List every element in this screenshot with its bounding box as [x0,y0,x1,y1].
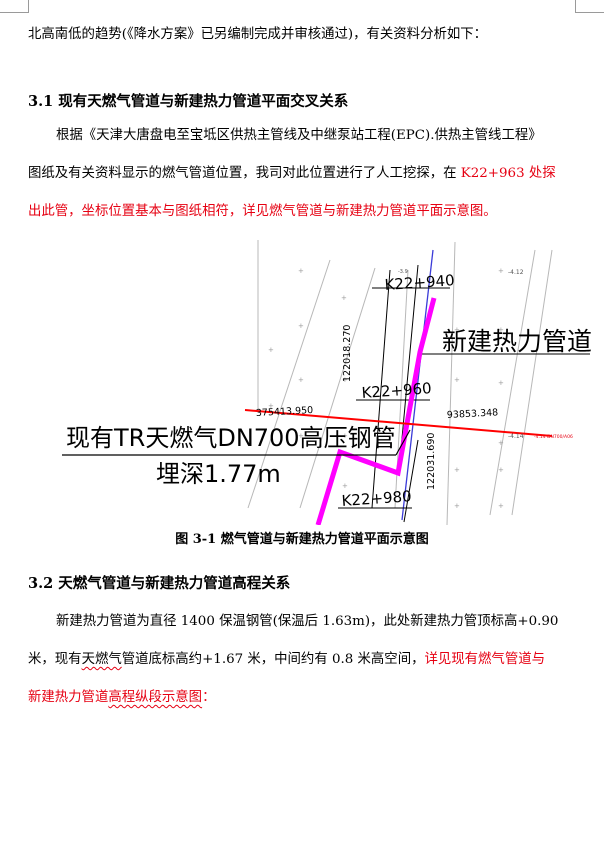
elevation-label: -3.9 [398,269,408,275]
svg-text:+: + [454,466,460,474]
survey-grid-lines [247,240,553,525]
elevation-label: -4.12 [508,269,524,276]
spellcheck-word: 高程纵段示意图 [108,690,203,705]
svg-text:+: + [342,326,348,334]
spellcheck-word: 天燃气 [81,652,122,667]
svg-text:+: + [454,376,460,384]
svg-text:+: + [498,326,504,334]
paragraph-1-line-2: 图纸及有关资料显示的燃气管道位置，我司对此位置进行了人工挖探，在 K22+963… [28,164,576,184]
page-corner-mark [0,0,29,13]
intro-paragraph-tail: 北高南低的趋势(《降水方案》已另编制完成并审核通过)，有关资料分析如下： [28,27,488,42]
highlighted-text: 新建热力管道 [28,690,109,705]
figure-caption: 图 3-1 燃气管道与新建热力管道平面示意图 [175,532,429,547]
paragraph-text: 米，现有 [28,652,82,667]
svg-text:+: + [498,379,504,387]
pipe-tag-label: -4.14 DN700/A06 [534,434,573,440]
highlighted-text: 详见现有燃气管道与 [424,652,545,667]
station-label: K22+980 [341,487,412,510]
svg-text:+: + [342,482,348,490]
section-heading-3-2: 3.2 天燃气管道与新建热力管道高程关系 [28,575,291,592]
paragraph-1-line-3: 出此管，坐标位置基本与图纸相符，详见燃气管道与新建热力管道平面示意图。 [28,204,497,219]
svg-text:+: + [268,402,274,410]
page-corner-mark [575,0,604,13]
coordinate-label: 122031.690 [426,433,437,490]
gas-pipe-label: 现有TR天燃气DN700高压钢管 [66,424,396,452]
station-label: K22+960 [361,379,432,402]
svg-text:+: + [298,267,304,275]
station-label: K22+940 [384,271,455,294]
gas-depth-label: 埋深1.77m [156,460,281,488]
coordinate-label: 375413.950 [256,405,314,419]
new-heat-pipe-label: 新建热力管道 [442,327,592,356]
existing-gas-pipe [244,409,553,437]
new-heat-pipe [315,297,437,525]
svg-text:+: + [454,326,460,334]
pipe-centerline [401,249,434,521]
svg-text:+: + [342,432,348,440]
section-heading-3-1: 3.1 现有天燃气管道与新建热力管道平面交叉关系 [28,93,349,110]
svg-text:+: + [498,439,504,447]
paragraph-1-line-1: 根据《天津大唐盘电至宝坻区供热主管线及中继泵站工程(EPC).供热主管线工程》 [56,128,542,143]
svg-text:+: + [298,432,304,440]
station-ticks [338,287,590,509]
elevation-label: -4.14 [508,433,524,440]
svg-text:+: + [498,267,504,275]
svg-text:+: + [298,322,304,330]
highlighted-text: K22+963 处探 [460,166,556,181]
svg-text:+: + [498,502,504,510]
paragraph-2-line-3: 新建热力管道高程纵段示意图： [28,688,576,708]
svg-text:+: + [342,376,348,384]
paragraph-2-line-2: 米，现有天燃气管道底标高约+1.67 米，中间约有 0.8 米高空间，详见现有燃… [28,650,576,670]
survey-marks: + + + + + + + + + + + + + + + + + + + + + [268,267,504,510]
paragraph-2-line-1: 新建热力管道为直径 1400 保温钢管(保温后 1.63m)，此处新建热力管顶标… [56,614,559,629]
pipeline-plan-figure: + + + + + + + + + + + + + + + + + + + + + 新建热力管道 现有TR天燃… [62,240,592,525]
svg-text:+: + [268,346,274,354]
svg-text:+: + [298,376,304,384]
svg-text:+: + [454,502,460,510]
svg-text:+: + [341,294,347,302]
paragraph-text: 管道底标高约+1.67 米，中间约有 0.8 米高空间， [121,652,425,667]
paragraph-text: 图纸及有关资料显示的燃气管道位置，我司对此位置进行了人工挖探，在 [28,166,461,181]
coordinate-label: 122018.270 [342,325,353,382]
gas-label-leader [395,429,411,456]
coordinate-label: 93853.348 [447,407,499,421]
highlighted-text: ： [202,690,216,705]
svg-text:+: + [498,466,504,474]
